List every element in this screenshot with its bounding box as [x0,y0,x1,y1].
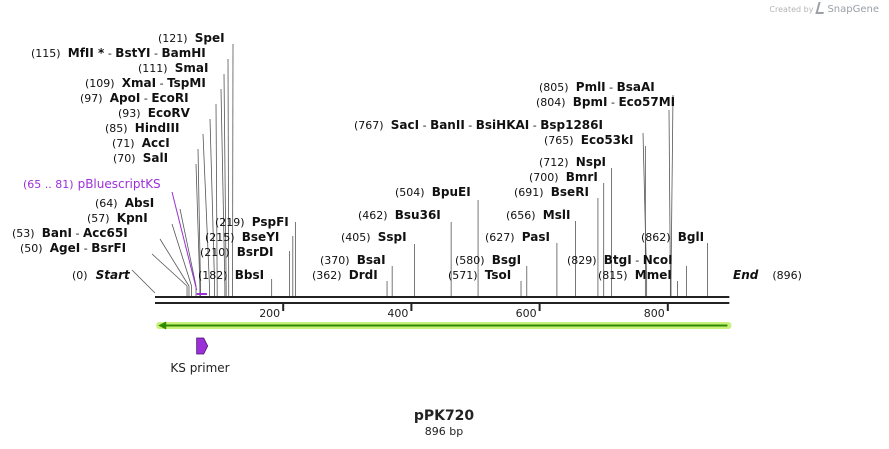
enzyme-bseyi[interactable]: (215) BseYI [205,230,279,244]
ruler-tick-label: 800 [644,307,665,320]
enzyme-agei[interactable]: (50) AgeI - BsrFI [20,241,126,255]
credit-prefix: Created by [769,5,814,14]
dna-backbone [155,296,730,304]
cut-site-line [151,253,188,287]
enzyme-mmei[interactable]: (815) MmeI [598,268,672,282]
enzyme-labels: (121) SpeI(115) MfII * - BstYI - BamHI(1… [12,31,802,282]
cut-site-line [197,148,201,287]
enzyme-absi[interactable]: (64) AbsI [95,196,154,210]
cut-site-line [159,238,190,287]
cut-site-line [195,163,201,287]
ks-primer-arrow-icon[interactable] [196,337,209,355]
credit-brand: SnapGene [827,4,879,15]
cut-site-line [668,109,671,281]
enzyme-nspi[interactable]: (712) NspI [539,155,606,169]
enzyme-spei[interactable]: (121) SpeI [158,31,225,45]
enzyme-ecorv[interactable]: (93) EcoRV [118,106,191,120]
plasmid-length: 896 bp [424,425,464,438]
ruler-tick-label: 400 [387,307,408,320]
cut-site-line [215,103,218,287]
plasmid-footer: pPK720 896 bp [344,408,544,438]
arrow-head-icon [158,321,167,330]
cut-site-line [223,73,227,287]
enzyme-bmri[interactable]: (700) BmrI [529,170,598,184]
cut-site-line [171,223,192,287]
cut-site-line [202,133,210,287]
start-line [131,269,156,294]
enzyme-bsrdi[interactable]: (210) BsrDI [200,245,273,259]
start-label: (0)Start [72,268,131,282]
enzyme-kpni[interactable]: (57) KpnI [87,211,148,225]
enzyme-msli[interactable]: (656) MslI [506,208,570,222]
cut-site-line [642,132,648,281]
enzyme-bbsi[interactable]: (182) BbsI [198,268,264,282]
ks-primer-feature[interactable]: KS primer [170,337,230,375]
enzyme-pasi[interactable]: (627) PasI [485,230,550,244]
cut-site-line [209,118,216,287]
enzyme-bpmi[interactable]: (804) BpmI - Eco57MI [536,95,675,109]
enzyme-xmai[interactable]: (109) XmaI - TspMI [85,76,206,90]
enzyme-bsgi[interactable]: (580) BsgI [455,253,521,267]
enzyme-mfii[interactable]: (115) MfII * - BstYI - BamHI [31,46,206,60]
enzyme-acci[interactable]: (71) AccI [112,136,170,150]
end-label: End(896) [733,268,802,282]
enzyme-drdi[interactable]: (362) DrdI [312,268,378,282]
enzyme-pspfi[interactable]: (219) PspFI [215,215,289,229]
enzyme-sspi[interactable]: (405) SspI [341,230,407,244]
cut-site-line [227,58,230,287]
cut-site-line [179,208,197,287]
ruler-tick-label: 200 [259,307,280,320]
cut-site-line [670,94,674,281]
enzyme-bseri[interactable]: (691) BseRI [514,185,589,199]
enzyme-tsoi[interactable]: (571) TsoI [448,268,511,282]
direction-arrow [156,321,732,330]
ks-primer-label: KS primer [170,361,229,375]
ruler: 200 400 600 800 [259,304,669,320]
enzyme-saci[interactable]: (767) SacI - BanII - BsiHKAI - Bsp1286I [354,118,603,132]
ruler-tick-label: 600 [516,307,537,320]
enzyme-eco53ki[interactable]: (765) Eco53kI [544,133,633,147]
cut-site-lines [131,43,708,296]
enzyme-btgi[interactable]: (829) BtgI - NcoI [567,253,673,267]
plasmid-name: pPK720 [413,408,475,424]
enzyme-bsai[interactable]: (370) BsaI [320,253,386,267]
enzyme-sali[interactable]: (70) SalI [113,151,168,165]
enzyme-bsu36i[interactable]: (462) Bsu36I [358,208,441,222]
enzyme-bgli[interactable]: (862) BglI [641,230,704,244]
enzyme-bani[interactable]: (53) BanI - Acc65I [12,226,128,240]
snapgene-credit: Created by SnapGene [769,2,879,15]
enzyme-hindiii[interactable]: (85) HindIII [105,121,179,135]
cut-site-line [220,88,226,287]
enzyme-pmli[interactable]: (805) PmlI - BsaAI [539,80,655,94]
feature-pbluescriptks[interactable]: (65 .. 81)pBluescriptKS [23,177,161,191]
enzyme-smai[interactable]: (111) SmaI [138,61,208,75]
enzyme-apoi[interactable]: (97) ApoI - EcoRI [80,91,189,105]
feature-line [171,191,198,291]
enzyme-bpuei[interactable]: (504) BpuEI [395,185,471,199]
